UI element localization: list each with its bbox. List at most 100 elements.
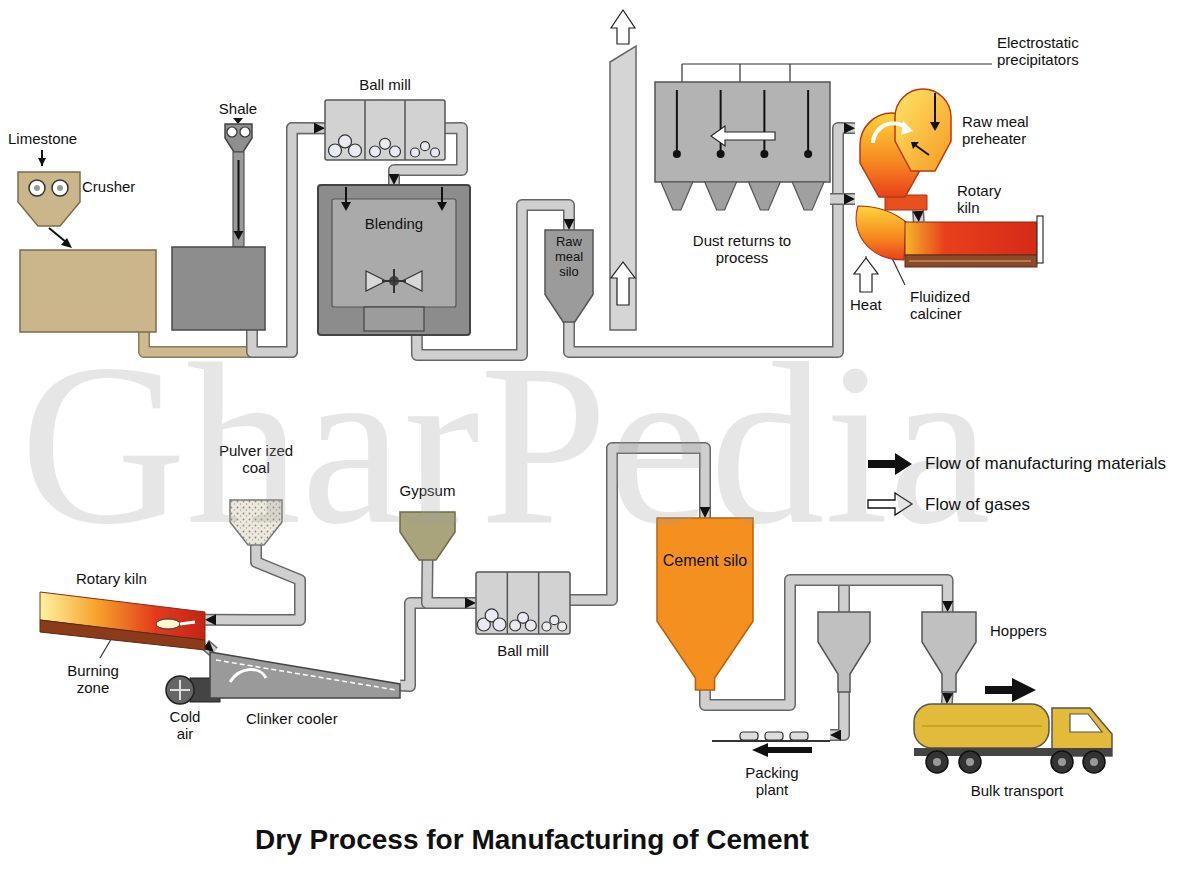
- ball-mill-outline-part: [365, 100, 405, 160]
- ball-mill-shape: [325, 100, 445, 160]
- node-label: Gypsum: [390, 482, 465, 499]
- precipitator-outline-part: [763, 90, 765, 152]
- ball-mill-outline-part: [370, 146, 381, 157]
- blending-unit-outline-part: [441, 187, 443, 203]
- hoppers-shape: [818, 612, 978, 692]
- shale-hopper-outline-part: [240, 127, 250, 137]
- callout-label: Electrostatic precipitators: [997, 34, 1092, 69]
- callout-label-box: Fluidized calciner: [910, 288, 990, 323]
- bulk-truck-outline-part: [1090, 758, 1098, 766]
- blending-unit-outline-part: [341, 202, 351, 211]
- ball-mill-outline-part: [558, 622, 567, 631]
- callout-label-box: Burning zone: [62, 662, 124, 697]
- node-label: Ball mill: [325, 76, 445, 93]
- coal-hopper-shape: [230, 500, 282, 545]
- coal-hopper-outline: [230, 500, 282, 545]
- rotary-kiln: Rotary kiln: [40, 592, 205, 650]
- ball-mill-outline: [476, 572, 570, 634]
- node-label: Pulver ized coal: [216, 442, 296, 477]
- node-label: Raw meal silo: [545, 235, 593, 280]
- bulk-truck-outline-part: [926, 751, 948, 773]
- rotary-kiln-outline-part: [40, 620, 205, 650]
- bulk-truck-outline: [914, 704, 1112, 773]
- node-label: Hoppers: [990, 622, 1070, 639]
- precipitator-outline-part: [749, 182, 781, 210]
- shale-hopper-shape: [170, 100, 267, 330]
- rotary-kiln-shape: [905, 222, 1043, 267]
- pipe-core: [942, 692, 952, 704]
- ball-mill-outline-part: [550, 616, 559, 625]
- preheater-outline-part: [934, 93, 936, 123]
- ball-mill-outline: [325, 100, 445, 160]
- precipitator-outline-part: [673, 150, 681, 158]
- raw-meal-silo: Raw meal silo: [545, 230, 593, 322]
- crusher-outline-part: [20, 250, 156, 332]
- precipitator-outline-part: [676, 90, 678, 152]
- blending-unit-outline-part: [318, 185, 470, 335]
- material-pipe: [400, 603, 476, 686]
- shale-hopper-outline-part: [172, 247, 265, 330]
- clinker-cooler-outline-part: [210, 652, 400, 698]
- rotary-kiln-outline-part: [905, 255, 1037, 267]
- shale-hopper: Shale: [170, 100, 267, 330]
- node-label: Crusher: [82, 178, 152, 195]
- ball-mill-outline-part: [349, 144, 362, 157]
- precipitator-shape: [655, 82, 830, 212]
- pipe-core: [830, 692, 844, 735]
- bulk-truck-outline-part: [922, 725, 1042, 727]
- preheater-shape: [855, 85, 960, 210]
- gypsum-hopper-outline-part: [400, 512, 455, 560]
- pipe-wall: [205, 545, 300, 620]
- figure-caption: Dry Process for Manufacturing of Cement: [0, 824, 1064, 856]
- precipitator-outline-part: [717, 150, 725, 158]
- crusher-outline-part: [61, 238, 72, 248]
- ball-mill-outline-part: [380, 138, 391, 149]
- bulk-truck-outline-part: [1083, 751, 1105, 773]
- bulk-truck-outline-part: [1070, 714, 1102, 732]
- material-pipe: [144, 128, 325, 352]
- packing-plant-outline-part: [740, 732, 758, 740]
- callout-label-box: Electrostatic precipitators: [997, 34, 1092, 69]
- hoppers: Hoppers: [818, 612, 978, 692]
- precipitator-outline-part: [807, 90, 809, 152]
- material-pipe: [205, 644, 214, 652]
- hoppers-outline-part: [818, 612, 870, 692]
- gypsum-hopper: Gypsum: [400, 512, 455, 560]
- bulk-truck-shape: [912, 704, 1117, 774]
- preheater-outline-part: [901, 121, 913, 135]
- input-arrows: [42, 118, 243, 166]
- crusher-outline: [18, 172, 156, 332]
- packing-plant-shape: [712, 728, 830, 756]
- callout-label-box: Cold air: [165, 708, 205, 743]
- preheater-outline: [860, 89, 951, 210]
- rotary-kiln-outline-part: [905, 222, 1037, 255]
- packing-plant-outline-part: [765, 732, 783, 740]
- fluidized-calciner-part: [856, 206, 906, 260]
- gypsum-hopper-shape: [400, 512, 455, 560]
- material-pipe: [427, 560, 476, 603]
- coal-hopper-outline-part: [230, 500, 282, 545]
- legend-samples-part: [868, 453, 912, 475]
- pipe-wall: [941, 692, 954, 704]
- node-label: Ball mill: [476, 642, 570, 659]
- shale-hopper-outline-part: [225, 124, 252, 152]
- leader-lines: [100, 64, 992, 658]
- node-label: Rotary kiln: [957, 182, 1012, 217]
- packing-plant-outline-part: [752, 743, 812, 757]
- blending-unit-shape: [318, 185, 470, 335]
- shale-hopper-outline-part: [233, 152, 244, 247]
- ball-mill-outline-part: [493, 618, 506, 631]
- legend-samples-part: [868, 493, 912, 515]
- watermark: GharPedia: [20, 330, 1190, 560]
- heat-arrow: [854, 258, 878, 292]
- exhaust-stack-part: [611, 262, 635, 305]
- packing-plant-outline: [712, 732, 830, 757]
- preheater: Raw meal preheater: [855, 85, 960, 210]
- node-label: Dust returns to process: [687, 232, 797, 267]
- raw-meal-silo-outline-part: [545, 230, 593, 322]
- node-label: Blending: [318, 215, 470, 232]
- clinker-cooler-outline-part: [230, 669, 266, 682]
- hoppers-outline-part: [922, 612, 976, 692]
